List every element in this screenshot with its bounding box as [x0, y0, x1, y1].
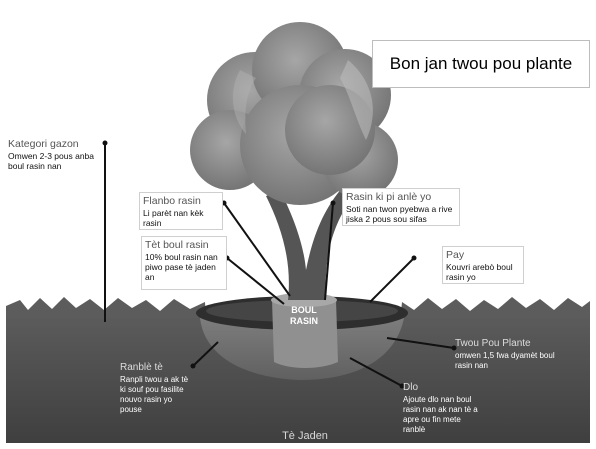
callout-rasin-ki-pi-anle: Rasin ki pi anlè yo Soti nan twon pyebwa…	[342, 188, 460, 226]
leader-lines-soil	[192, 337, 455, 387]
callout-heading: Pay	[446, 249, 465, 261]
callout-kategori-gazon: Kategori gazon Omwen 2-3 pous anba boul …	[8, 138, 104, 178]
callout-body: Li parèt nan kèk rasin	[143, 208, 204, 228]
ground-label: Tè Jaden	[282, 430, 328, 442]
callout-heading: Kategori gazon	[8, 138, 79, 150]
callout-body: Kouvri arebò boul rasin yo	[446, 262, 513, 282]
callout-body: omwen 1,5 fwa dyamèt boul rasin nan	[455, 351, 555, 370]
callout-heading: Ranblè tè	[120, 362, 163, 373]
callout-body: 10% boul rasin nan piwo pase tè jaden an	[145, 252, 218, 282]
callout-heading: Rasin ki pi anlè yo	[346, 191, 432, 203]
callout-body: Ranpli twou a ak tè ki souf pou fasilite…	[120, 375, 189, 414]
callout-heading: Flanbo rasin	[143, 195, 201, 207]
callout-body: Ajoute dlo nan boul rasin nan ak nan tè …	[403, 395, 478, 434]
callout-body: Omwen 2-3 pous anba boul rasin nan	[8, 151, 94, 171]
callout-twou-pou-plante: Twou Pou Plante omwen 1,5 fwa dyamèt bou…	[455, 338, 565, 371]
callout-dlo: Dlo Ajoute dlo nan boul rasin nan ak nan…	[403, 382, 479, 435]
callout-ranble-te: Ranblè tè Ranpli twou a ak tè ki souf po…	[120, 362, 190, 415]
callout-heading: Twou Pou Plante	[455, 338, 531, 349]
grass-right	[400, 297, 590, 322]
callout-pay: Pay Kouvri arebò boul rasin yo	[442, 246, 524, 284]
callout-heading: Tèt boul rasin	[145, 239, 209, 251]
root-ball-label: BOUL RASIN	[289, 305, 318, 326]
callout-heading: Dlo	[403, 382, 419, 393]
callout-flanbo-rasin: Flanbo rasin Li parèt nan kèk rasin	[139, 192, 223, 230]
leader-dots-soil	[190, 345, 457, 389]
callout-tet-boul-rasin: Tèt boul rasin 10% boul rasin nan piwo p…	[141, 236, 227, 290]
tree-canopy	[190, 22, 398, 205]
leader-lines-dark	[104, 143, 415, 322]
root-ball	[272, 300, 338, 368]
diagram-title: Bon jan twou pou plante	[372, 40, 590, 88]
callout-body: Soti nan twon pyebwa a rive jiska 2 pous…	[346, 204, 453, 224]
